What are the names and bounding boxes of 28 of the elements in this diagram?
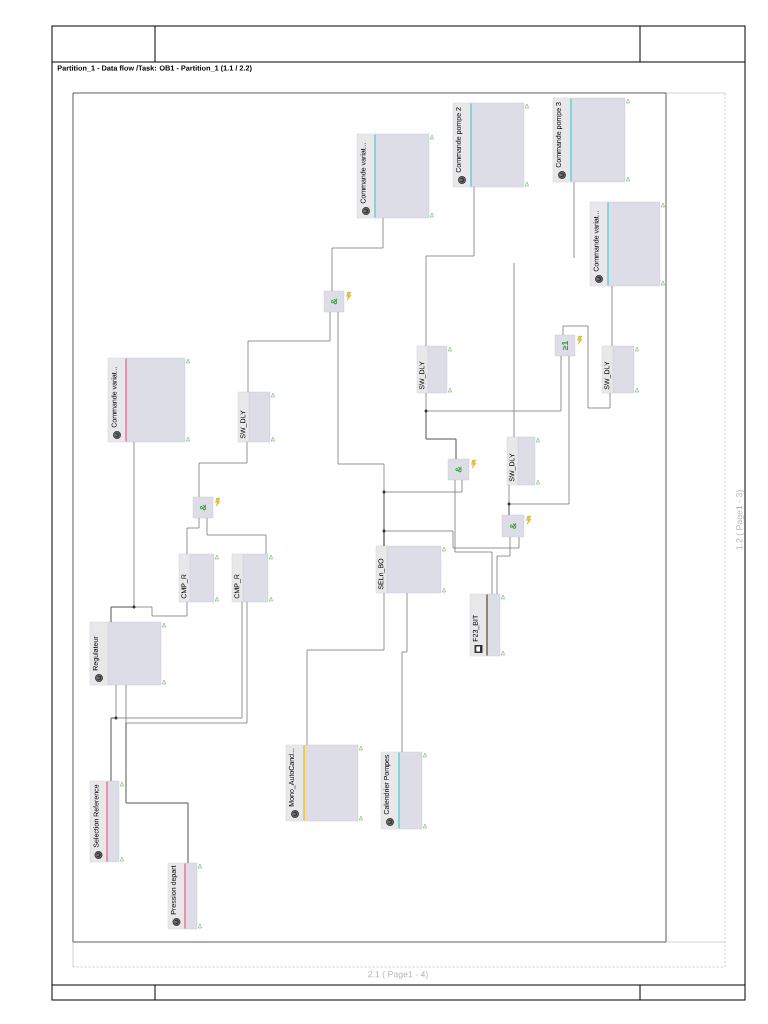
page-label: 1.2 ( Page1 - 3) [735,490,745,550]
wire [401,592,408,753]
wire [454,479,493,595]
wire [110,684,117,782]
logic-gate: & [323,290,345,313]
logic-gate: & [192,496,214,519]
wire [383,530,520,549]
wire [198,441,248,498]
wire [331,217,384,292]
wire [425,186,475,347]
wire [306,592,385,746]
wire [110,601,188,623]
wire [125,684,189,864]
wire [337,311,385,547]
logic-gate: ≥1 [554,334,576,357]
wire [508,484,510,516]
wire [186,517,200,555]
wire [247,311,331,393]
wire [573,181,575,259]
logic-gate: & [501,514,525,538]
wire [206,517,267,555]
wire [513,262,515,438]
logic-gate: & [447,458,470,481]
wire [425,355,562,460]
wire [496,536,511,595]
wire [562,325,611,409]
wire [611,285,613,347]
page-label: 2.1 ( Page1 - 4) [368,970,428,980]
